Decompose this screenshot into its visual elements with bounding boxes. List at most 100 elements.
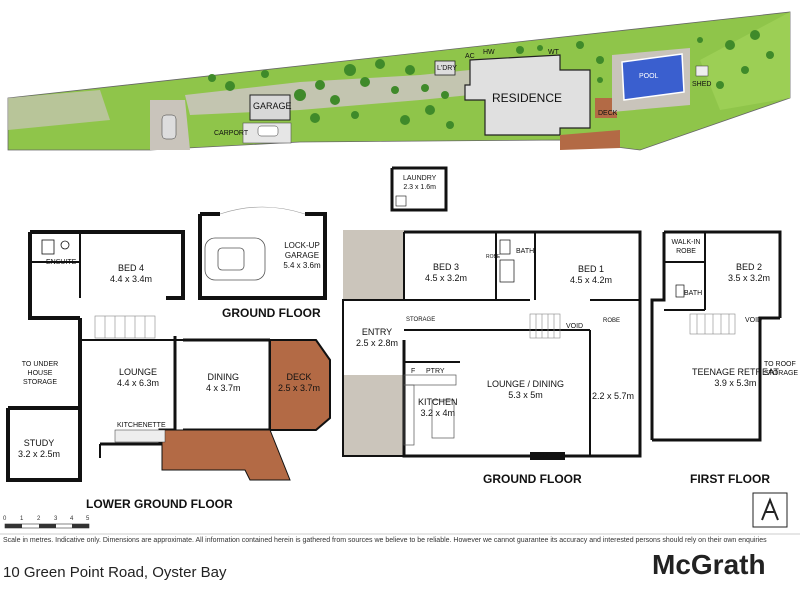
deck-lower-name: DECK [286,372,312,382]
lounge-lower-dim: 4.4 x 6.3m [117,378,160,388]
scale-tick-1: 1 [20,516,24,522]
site-pool [621,53,685,101]
first-plan [650,230,782,442]
ground-floor-title: GROUND FLOOR [483,472,582,486]
site-garage-label: GARAGE [253,101,292,111]
kitchen-name: KITCHEN [418,397,458,407]
bed2-label: BED 2 3.5 x 3.2m [728,262,770,284]
ground-robe-label: ROBE [486,254,501,260]
teenage-name: TEENAGE RETREAT [692,367,779,377]
study-label: STUDY 3.2 x 2.5m [18,438,60,460]
bed1-label: BED 1 4.5 x 4.2m [570,264,612,286]
scale-tick-5: 5 [86,516,90,522]
first-void-label: VOID [745,317,763,324]
bed3-name: BED 3 [433,262,460,272]
lower-deck-bottom [161,429,291,481]
stairs-lower [94,315,156,339]
laundry-dim: 2.3 x 1.6m [403,184,436,191]
ground-void-label: VOID [566,323,584,330]
site-shed-label: SHED [692,81,712,88]
lounge-dining-label: LOUNGE / DINING 5.3 x 5m [487,379,564,401]
site-ac-label: AC [465,53,475,60]
site-carport-label: CARPORT [214,130,249,137]
site-shed [695,65,709,77]
site-trees [208,30,774,129]
bed4-name: BED 4 [118,263,145,273]
walkin-label: WALK-IN ROBE [671,239,701,255]
site-pool-label: POOL [639,73,659,80]
garage-plan [198,206,327,300]
site-car [257,125,279,137]
fireplace-label: FP [539,453,548,460]
garage-floor-title: GROUND FLOOR [222,306,321,320]
study-name: STUDY [23,438,55,448]
site-car-driveway [161,114,177,140]
first-floor-title: FIRST FLOOR [690,472,770,486]
disclaimer-text: Scale in metres. Indicative only. Dimens… [3,537,767,544]
garage-label: LOCK-UP GARAGE 5.4 x 3.6m [283,241,321,271]
pantry-label: PTRY [426,368,445,375]
brand-logo: McGrath [652,549,766,580]
site-plan [7,11,791,151]
scale-tick-2: 2 [37,516,41,522]
kitchen-dim: 3.2 x 4m [420,408,456,418]
bed3-dim: 4.5 x 3.2m [425,273,468,283]
scale-tick-0: 0 [3,516,7,522]
laundry-name: LAUNDRY [403,175,437,182]
first-bath-label: BATH [684,290,703,297]
lounge-dining-dim: 5.3 x 5m [508,390,543,400]
study-dim: 3.2 x 2.5m [18,449,61,459]
site-wt-label: WT [548,49,559,56]
site-garage [249,94,291,121]
lounge-lower-name: LOUNGE [119,367,158,377]
entry-dim: 2.5 x 2.8m [356,338,399,348]
laundry-plan [390,166,448,212]
garage-dim: 5.4 x 3.6m [283,261,321,270]
roof-storage-label: TO ROOF STORAGE [764,361,799,377]
garage-name: LOCK-UP GARAGE [284,241,320,260]
site-ldry [434,60,456,76]
bed3-label: BED 3 4.5 x 3.2m [425,262,467,284]
bed1-name: BED 1 [578,264,605,274]
dining-lower-label: DINING 4 x 3.7m [206,372,241,394]
under-house-label: TO UNDER HOUSE STORAGE [21,361,59,386]
ground-storage-label: STORAGE [406,317,436,323]
kitchenette-label: KITCHENETTE [117,422,166,429]
ensuite-label: ENSUITE [46,259,77,266]
bed2-dim: 3.5 x 3.2m [728,273,771,283]
entry-label: ENTRY 2.5 x 2.8m [356,327,398,349]
bed4-label: BED 4 4.4 x 3.4m [110,263,152,285]
lounge-dining-name: LOUNGE / DINING [487,379,565,389]
kitchenette-bench [114,429,166,443]
site-deck [560,130,620,150]
property-address: 10 Green Point Road, Oyster Bay [3,564,227,581]
site-deck-small [595,98,617,118]
laundry-label: LAUNDRY 2.3 x 1.6m [403,174,436,192]
site-residence-label: RESIDENCE [492,91,563,105]
teenage-dim: 3.9 x 5.3m [714,378,757,388]
lower-ground-title: LOWER GROUND FLOOR [86,497,233,511]
dining-lower-dim: 4 x 3.7m [206,383,241,393]
entry-name: ENTRY [361,327,393,337]
scale-tick-3: 3 [54,516,58,522]
lounge-lower-label: LOUNGE 4.4 x 6.3m [117,367,159,389]
site-hw-label: HW [483,49,495,56]
extra-dim-label: 2.2 x 5.7m [592,391,635,401]
fridge-label: F [411,368,416,375]
kitchen-label: KITCHEN 3.2 x 4m [418,397,458,419]
deck-lower-label: DECK 2.5 x 3.7m [278,372,320,394]
site-deck-label: DECK [598,110,618,117]
north-arrow [752,492,788,528]
bed1-dim: 4.5 x 4.2m [570,275,613,285]
site-ldry-label: L'DRY [437,65,457,72]
deck-lower-dim: 2.5 x 3.7m [278,383,321,393]
bed2-name: BED 2 [736,262,763,272]
ground-robe2-label: ROBE [603,318,621,324]
scale-bar [4,523,90,529]
ground-bath-label: BATH [516,248,535,255]
site-path-left [8,90,110,130]
scale-tick-4: 4 [70,516,74,522]
dining-lower-name: DINING [207,372,240,382]
bed4-dim: 4.4 x 3.4m [110,274,153,284]
ground-plan [342,230,642,460]
